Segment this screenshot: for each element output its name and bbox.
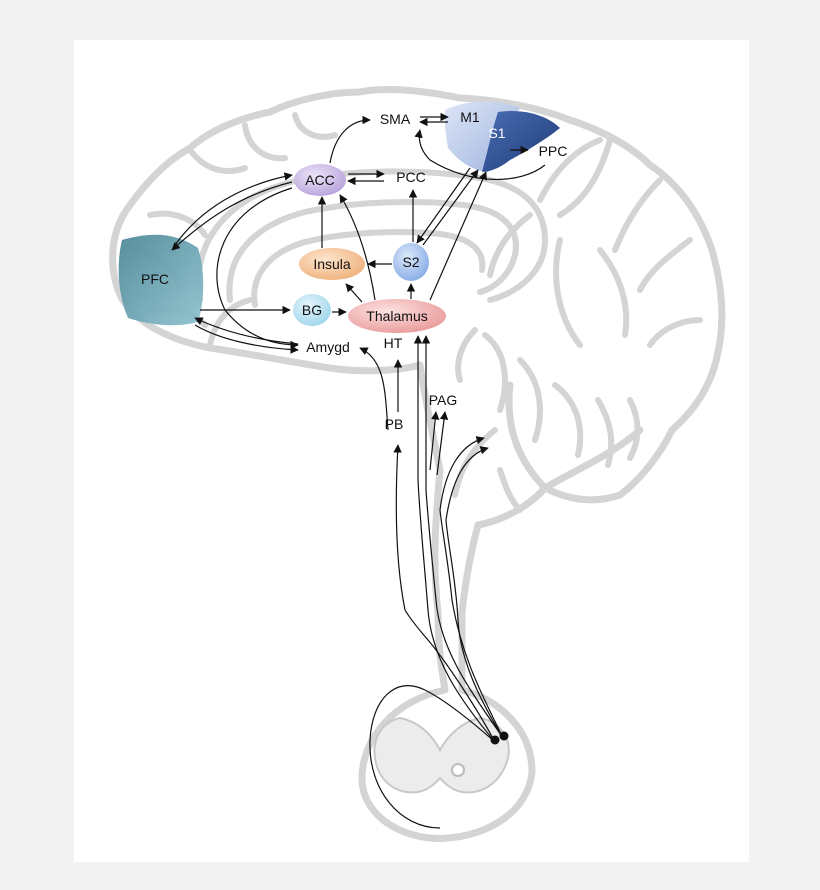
label-bg: BG bbox=[302, 302, 322, 318]
label-pcc: PCC bbox=[396, 169, 426, 185]
arrow-acc-sma bbox=[329, 115, 371, 164]
label-acc: ACC bbox=[305, 172, 335, 188]
label-ppc: PPC bbox=[539, 143, 568, 159]
arrow-thalamus-acc bbox=[339, 194, 376, 301]
arrow-ppc-sma bbox=[414, 129, 546, 180]
label-pb: PB bbox=[385, 416, 404, 432]
label-m1: M1 bbox=[460, 109, 480, 125]
arrow-pfc-acc bbox=[174, 172, 293, 246]
arrow-thalamus-s1 bbox=[429, 171, 487, 301]
label-sma: SMA bbox=[380, 111, 411, 127]
arrow-branch-1 bbox=[439, 436, 485, 511]
label-pfc: PFC bbox=[141, 271, 169, 287]
insula-node bbox=[299, 248, 365, 280]
pfc-region bbox=[118, 234, 204, 326]
label-pag: PAG bbox=[429, 392, 458, 408]
spinal-cord-section bbox=[373, 716, 510, 794]
grey-matter bbox=[373, 716, 510, 794]
neuron-dot bbox=[499, 731, 509, 741]
arrow-pb-amygd bbox=[359, 347, 389, 431]
pathway-arrows bbox=[171, 112, 546, 611]
label-amygd: Amygd bbox=[306, 339, 350, 355]
arrow-spine-pb bbox=[393, 444, 406, 611]
label-s2: S2 bbox=[402, 254, 419, 270]
spinal-tract-lines bbox=[369, 479, 504, 829]
arrow-s2-s1 bbox=[422, 169, 479, 246]
thalamus-node bbox=[348, 299, 446, 333]
arrow-pag-2 bbox=[436, 411, 449, 476]
arrow-acc-pfc bbox=[171, 181, 293, 251]
label-ht: HT bbox=[384, 335, 403, 351]
central-canal bbox=[451, 763, 465, 777]
arrow-branch-2 bbox=[445, 446, 489, 521]
arrow-pfc-amygd bbox=[194, 324, 299, 354]
s2-node bbox=[393, 243, 429, 281]
bg-node bbox=[293, 294, 331, 326]
acc-node bbox=[294, 164, 346, 196]
label-thalamus: Thalamus bbox=[366, 308, 427, 324]
brain-outline bbox=[109, 86, 726, 842]
arrow-pag-1 bbox=[429, 411, 440, 471]
label-insula: Insula bbox=[313, 256, 351, 272]
label-s1: S1 bbox=[488, 125, 505, 141]
s1-region bbox=[482, 110, 560, 172]
region-labels: SMA M1 S1 PPC ACC PCC PFC Insula S2 BG T… bbox=[141, 109, 567, 432]
arrow-thalamus-insula bbox=[345, 283, 363, 303]
arrow-s1-s2 bbox=[416, 167, 471, 244]
arrow-amygd-pfc bbox=[194, 317, 299, 345]
